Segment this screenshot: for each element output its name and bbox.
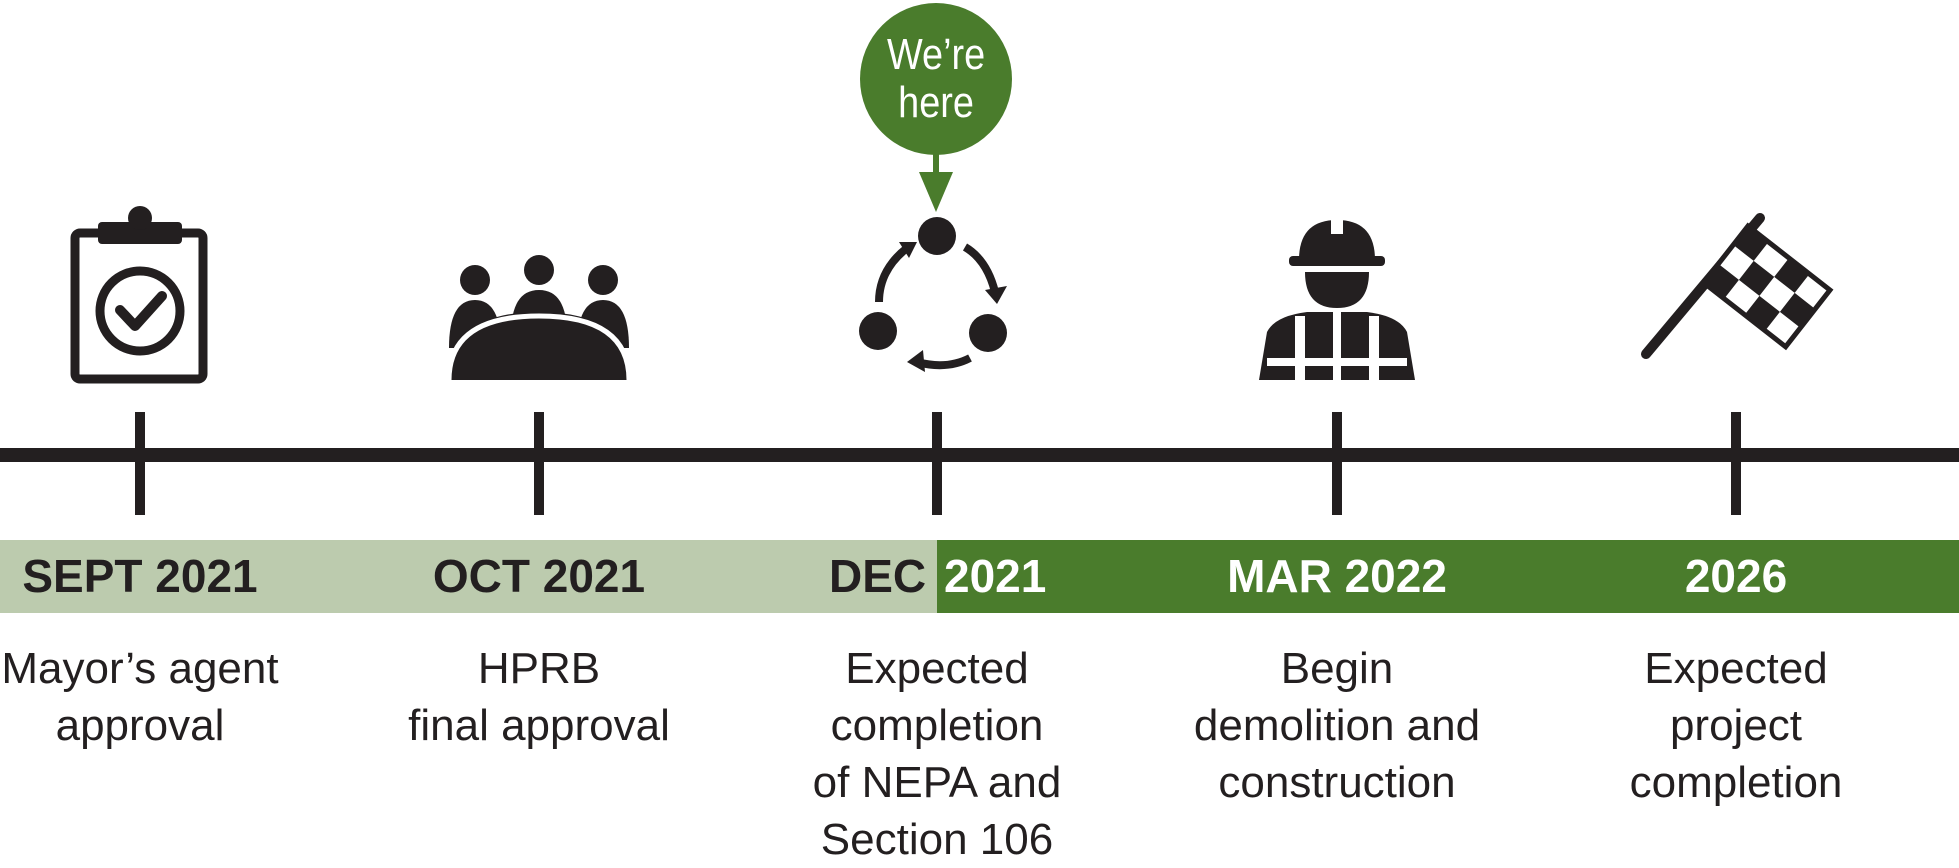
milestone-date-year: 2021 [944,550,1047,602]
description-line: of NEPA and [812,758,1062,807]
current-stage-marker: We’re here [860,3,1012,155]
description-line: completion [830,701,1044,750]
marker-arrow-icon [919,172,953,212]
milestone-date: MAR 2022 [1227,550,1447,602]
milestone-date: 2026 [1684,550,1788,602]
milestone-description: Mayor’s agent approval [0,640,300,754]
description-line: Mayor’s agent [1,644,279,693]
milestone-description: HPRB final approval [379,640,699,754]
meeting-table-icon [439,200,639,400]
description-line: HPRB [477,644,601,693]
timeline-tick [135,412,145,515]
clipboard-check-icon [40,200,240,400]
description-line: approval [55,701,225,750]
marker-line-2: here [898,78,974,127]
checkered-flag-icon [1636,200,1836,400]
milestone-description: Expected project completion [1576,640,1896,811]
timeline-tick [1332,412,1342,515]
upcoming-period-band [937,540,1959,613]
marker-stem [933,150,939,174]
marker-line-1: We’re [886,30,986,79]
timeline-tick [932,412,942,515]
review-cycle-icon [837,200,1037,400]
timeline-tick [534,412,544,515]
milestone-date: SEPT 2021 [22,550,258,602]
description-line: Expected [1644,644,1828,693]
timeline-tick [1731,412,1741,515]
milestone-description: Expected completion of NEPA and Section … [777,640,1097,868]
description-line: construction [1218,758,1456,807]
milestone-description: Begin demolition and construction [1177,640,1497,811]
completed-period-band [0,540,937,613]
description-line: final approval [408,701,670,750]
description-line: demolition and [1193,701,1481,750]
construction-worker-icon [1237,200,1437,400]
description-line: Expected [845,644,1029,693]
description-line: Section 106 [820,815,1054,864]
milestone-date-month: DEC [829,550,927,602]
milestone-date: OCT 2021 [432,550,646,602]
description-line: completion [1629,758,1843,807]
timeline-axis [0,448,1959,462]
description-line: Begin [1280,644,1394,693]
description-line: project [1669,701,1803,750]
